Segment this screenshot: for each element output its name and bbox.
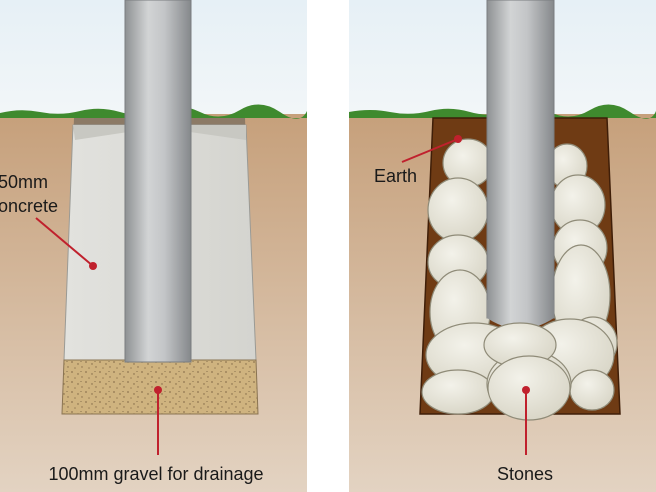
label-concrete-line2: oncrete bbox=[0, 196, 58, 216]
grass-left bbox=[0, 104, 307, 119]
label-concrete-line1: 50mm bbox=[0, 172, 48, 192]
leader-gravel-dot bbox=[154, 386, 162, 394]
right-panel: Earth Stones bbox=[349, 0, 656, 492]
leader-stones-dot bbox=[522, 386, 530, 394]
left-panel: 50mm oncrete 100mm gravel for drainage bbox=[0, 0, 307, 492]
pole-left-outline bbox=[124, 0, 192, 363]
pole-left bbox=[125, 0, 191, 362]
leader-concrete-dot bbox=[89, 262, 97, 270]
stone bbox=[421, 369, 495, 415]
label-gravel: 100mm gravel for drainage bbox=[48, 464, 263, 484]
pole-right bbox=[487, 0, 554, 318]
concrete-slope-left bbox=[73, 125, 128, 140]
pole-right-base bbox=[487, 300, 554, 329]
stone bbox=[427, 177, 489, 243]
grass-right bbox=[349, 104, 656, 119]
stone bbox=[569, 369, 615, 411]
label-earth: Earth bbox=[374, 166, 417, 186]
concrete-slope-right bbox=[190, 125, 246, 140]
leader-concrete bbox=[35, 217, 94, 267]
label-stones: Stones bbox=[497, 464, 553, 484]
panel-divider bbox=[307, 0, 349, 492]
leader-earth-dot bbox=[454, 135, 462, 143]
leader-earth bbox=[401, 138, 459, 163]
